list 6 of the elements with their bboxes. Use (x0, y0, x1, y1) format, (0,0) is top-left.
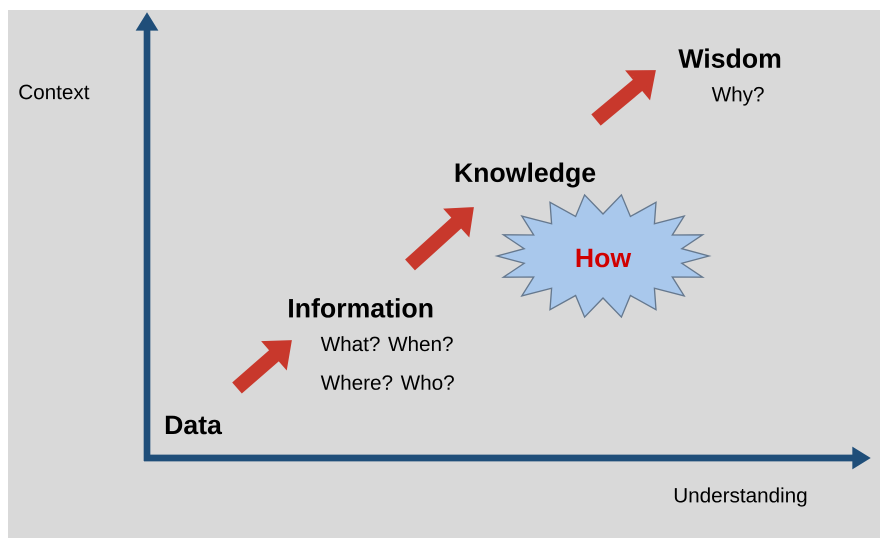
stage-label: Wisdom Why? (678, 48, 780, 106)
axis-label: Understanding (674, 487, 806, 507)
stage-label: Knowledge (456, 162, 596, 188)
stage-label: Information What? When? Where? Who? (289, 298, 454, 390)
stage-label: Data (166, 416, 222, 434)
axis-label: Context (19, 84, 90, 100)
